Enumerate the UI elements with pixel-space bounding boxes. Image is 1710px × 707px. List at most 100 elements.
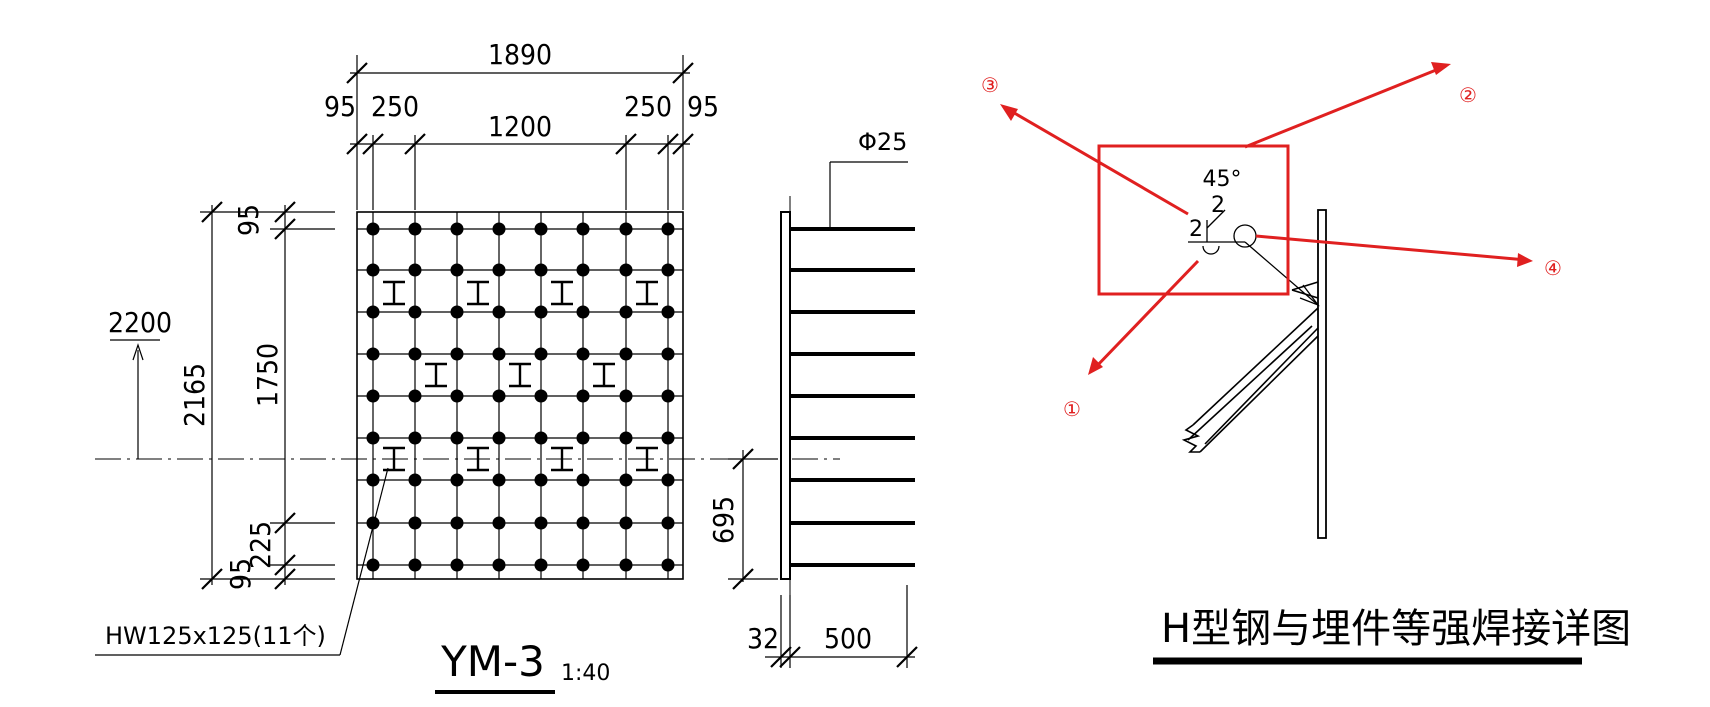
callout-2: ② — [1459, 83, 1477, 107]
steel-label: HW125x125(11个) — [105, 622, 326, 650]
h-section — [551, 280, 573, 306]
anchor-stud — [366, 305, 380, 319]
anchor-stud — [576, 263, 590, 277]
anchor-stud — [534, 516, 548, 530]
weld-symbol — [1188, 209, 1320, 307]
h-section — [383, 280, 405, 306]
anchor-stud — [450, 389, 464, 403]
anchor-stud — [534, 222, 548, 236]
section-dim-695 — [728, 448, 778, 590]
callout-arrow-4 — [1255, 234, 1528, 262]
anchor-stud — [450, 305, 464, 319]
h-section — [636, 446, 658, 472]
anchor-stud — [492, 473, 506, 487]
h-section — [593, 362, 615, 388]
anchor-stud — [450, 347, 464, 361]
callout-4: ④ — [1544, 256, 1562, 280]
anchor-stud — [492, 516, 506, 530]
anchor-stud — [366, 473, 380, 487]
dim-offset: 695 — [707, 496, 740, 544]
dim-overall-height: 2165 — [178, 363, 211, 427]
callout-1: ① — [1063, 397, 1081, 421]
rebar-anchors — [790, 227, 915, 567]
dim-bottom-edge: 95 — [224, 558, 257, 590]
anchor-stud — [576, 305, 590, 319]
anchor-stud — [450, 558, 464, 572]
anchor-stud — [661, 473, 675, 487]
anchor-stud — [366, 263, 380, 277]
anchor-stud — [450, 263, 464, 277]
dim-thickness: 32 — [747, 622, 779, 655]
section-bottom-dims — [765, 585, 918, 668]
anchor-stud — [661, 347, 675, 361]
anchor-stud — [366, 347, 380, 361]
plate-name: YM-3 — [440, 637, 545, 686]
callout-arrow-2 — [1244, 64, 1447, 149]
weld-angle: 45° — [1203, 167, 1242, 192]
anchor-stud — [408, 222, 422, 236]
anchor-stud — [661, 305, 675, 319]
review-markup — [1003, 64, 1528, 372]
anchor-stud — [576, 222, 590, 236]
anchor-stud — [492, 431, 506, 445]
top-dimensions — [346, 55, 694, 210]
dim-edge-left: 95 — [324, 90, 356, 123]
anchor-stud — [408, 347, 422, 361]
anchor-stud — [619, 431, 633, 445]
side-dimensions — [110, 201, 335, 590]
weld-size-upper: 2 — [1211, 193, 1225, 218]
anchor-stud — [366, 389, 380, 403]
callout-arrow-1 — [1091, 259, 1200, 372]
h-section — [425, 362, 447, 388]
dim-bay-left: 250 — [371, 90, 419, 123]
anchor-stud — [534, 558, 548, 572]
h-section — [467, 280, 489, 306]
rebar-leader — [829, 161, 908, 228]
h-section — [509, 362, 531, 388]
anchor-stud — [534, 431, 548, 445]
anchor-stud — [492, 222, 506, 236]
dim-middle-height: 1750 — [251, 343, 284, 407]
callout-arrow-3 — [1003, 105, 1189, 216]
dim-bay-right: 250 — [624, 90, 672, 123]
anchor-stud — [576, 516, 590, 530]
anchor-stud — [492, 305, 506, 319]
anchor-studs — [366, 222, 675, 572]
anchor-stud — [366, 222, 380, 236]
anchor-stud — [576, 431, 590, 445]
anchor-stud — [619, 516, 633, 530]
anchor-stud — [576, 558, 590, 572]
weld-size-lower: 2 — [1189, 217, 1203, 242]
anchor-stud — [408, 516, 422, 530]
anchor-stud — [661, 389, 675, 403]
dim-top-edge: 95 — [232, 204, 265, 236]
level-2200: 2200 — [108, 306, 172, 339]
rebar-label: Φ25 — [858, 128, 907, 156]
anchor-stud — [661, 263, 675, 277]
anchor-stud — [408, 389, 422, 403]
section-view — [780, 196, 791, 600]
anchor-stud — [408, 431, 422, 445]
dim-bottom-bay: 225 — [244, 521, 277, 569]
anchor-stud — [534, 263, 548, 277]
anchor-stud — [408, 473, 422, 487]
anchor-stud — [450, 431, 464, 445]
stud-grid-lines — [357, 212, 683, 579]
anchor-stud — [408, 305, 422, 319]
steel-label-leader — [95, 467, 389, 656]
weld-detail — [1181, 209, 1327, 539]
callout-3: ③ — [981, 73, 999, 97]
arrow-heads — [1000, 62, 1533, 375]
anchor-stud — [619, 347, 633, 361]
h-steel-sections — [383, 280, 658, 472]
detail-title: H型钢与埋件等强焊接详图 — [1161, 606, 1631, 652]
anchor-stud — [534, 347, 548, 361]
dim-overall-width: 1890 — [488, 38, 552, 71]
h-section — [383, 446, 405, 472]
anchor-stud — [619, 263, 633, 277]
anchor-stud — [450, 473, 464, 487]
anchor-stud — [492, 347, 506, 361]
anchor-stud — [534, 305, 548, 319]
dim-edge-right: 95 — [687, 90, 719, 123]
